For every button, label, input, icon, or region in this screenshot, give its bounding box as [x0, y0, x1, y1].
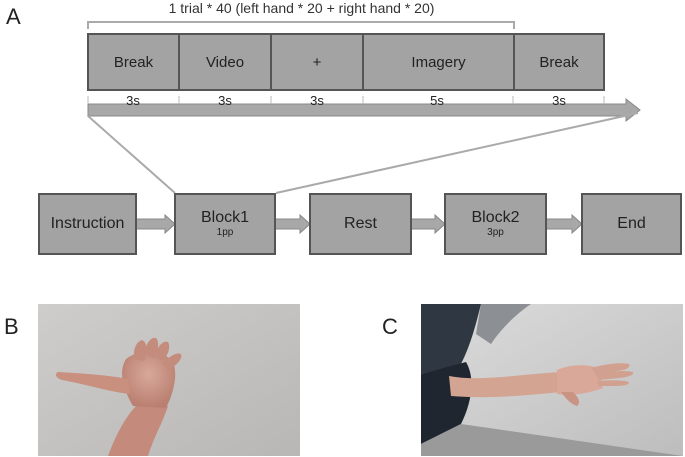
flow-block1-sub: 1pp	[216, 227, 234, 238]
flow-end: End	[581, 193, 682, 255]
trial-caption: 1 trial * 40 (left hand * 20 + right han…	[168, 0, 435, 16]
segment-fixation: +	[270, 33, 364, 91]
zoom-line-left	[87, 115, 176, 194]
flow-arrow-4	[545, 213, 583, 235]
flow-rest-label: Rest	[344, 215, 377, 232]
timeline-arrow	[87, 97, 641, 123]
flow-block1-label: Block1	[200, 209, 250, 226]
segment-imagery: Imagery	[362, 33, 515, 91]
duration-video: 3s	[218, 93, 232, 108]
duration-break-1: 3s	[126, 93, 140, 108]
photo-hand-b	[38, 304, 300, 456]
panel-label-c: C	[382, 314, 398, 339]
panel-label-a: A	[6, 4, 21, 29]
flow-arrow-2	[274, 213, 311, 235]
flow-arrow-1	[135, 213, 176, 235]
flow-end-label: End	[617, 215, 646, 232]
flow-block2-sub: 3pp	[487, 227, 504, 238]
segment-video: Video	[178, 33, 272, 91]
flow-block1: Block1 1pp	[174, 193, 276, 255]
flow-instruction: Instruction	[38, 193, 137, 255]
segment-break-2: Break	[513, 33, 605, 91]
flow-arrow-3	[410, 213, 446, 235]
duration-imagery: 5s	[430, 93, 444, 108]
timeline-ticks	[87, 96, 605, 104]
flow-block2: Block2 3pp	[444, 193, 547, 255]
panel-label-b: B	[4, 314, 19, 339]
flow-instruction-label: Instruction	[50, 215, 125, 232]
duration-break-2: 3s	[552, 93, 566, 108]
trial-bracket	[87, 21, 515, 29]
duration-fixation: 3s	[310, 93, 324, 108]
flow-block2-label: Block2	[471, 209, 520, 226]
segment-break-1: Break	[87, 33, 180, 91]
flow-rest: Rest	[309, 193, 412, 255]
zoom-line-right	[275, 112, 639, 194]
photo-hand-c	[421, 304, 683, 456]
